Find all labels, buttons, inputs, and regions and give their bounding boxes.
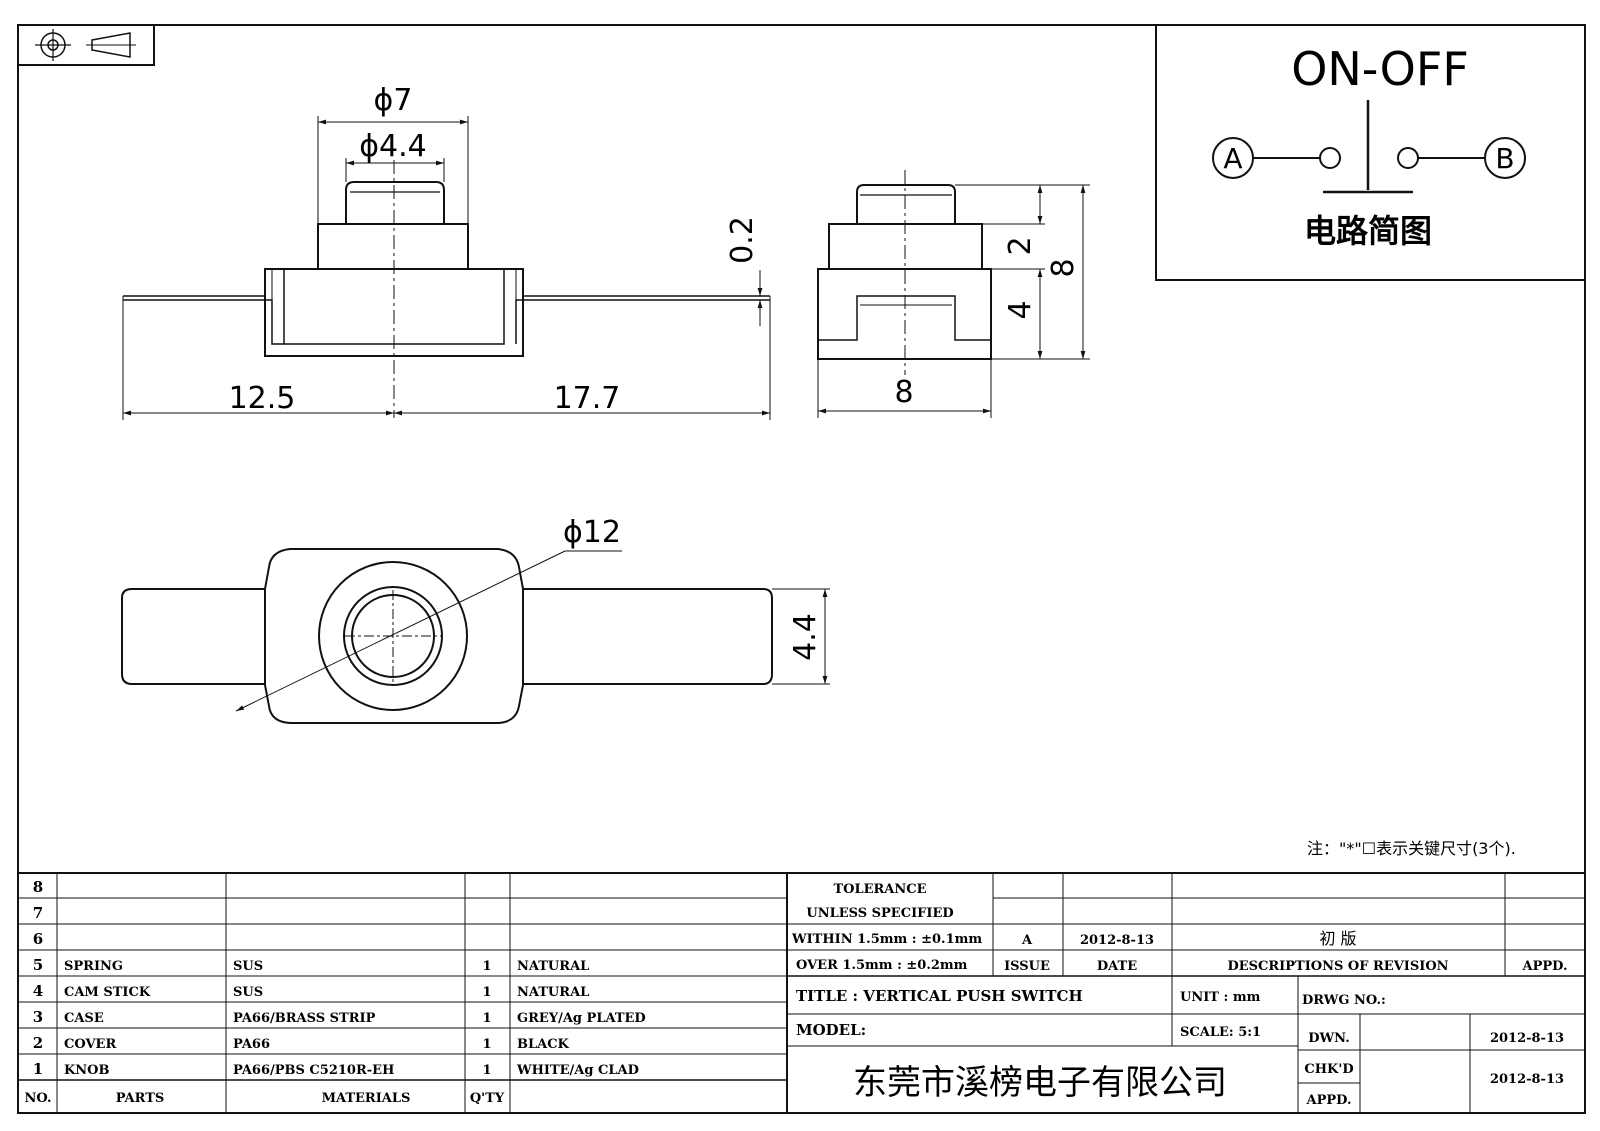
sheet-border — [17, 24, 1586, 1114]
dim-side-top: 2 — [1003, 236, 1038, 255]
row-number: 4 — [33, 982, 43, 1000]
part-qty: 1 — [482, 959, 491, 974]
company-name: 东莞市溪榜电子有限公司 — [853, 1063, 1227, 1103]
row-number: 3 — [33, 1008, 43, 1026]
part-qty: 1 — [482, 1011, 491, 1026]
part-name: KNOB — [64, 1063, 110, 1078]
key-dimension-note: 注："*"☐表示关键尺寸(3个). — [1307, 839, 1516, 858]
dim-knob-inner: ϕ4.4 — [359, 129, 427, 164]
part-material: SUS — [233, 985, 263, 1000]
dim-right-length: 17.7 — [554, 381, 621, 416]
parts-table-text: 8 7 6 5 SPRING SUS 1 NATURAL 4 CAM STICK… — [25, 878, 646, 1106]
terminal-b-icon — [1484, 137, 1526, 179]
tolerance-line-1: TOLERANCE — [833, 882, 926, 897]
appd-label: APPD. — [1522, 959, 1568, 974]
part-name: CAM STICK — [64, 985, 151, 1000]
part-material: PA66/BRASS STRIP — [233, 1011, 376, 1026]
schematic-title: ON-OFF — [1291, 42, 1469, 96]
tolerance-over: OVER 1.5mm : ±0.2mm — [796, 958, 968, 973]
part-name: COVER — [64, 1037, 116, 1052]
scale-label: SCALE: 5:1 — [1180, 1025, 1261, 1040]
projection-symbol-icon — [17, 24, 155, 66]
descriptions-label: DESCRIPTIONS OF REVISION — [1227, 959, 1448, 974]
row-number: 7 — [33, 904, 43, 922]
issue-label: ISSUE — [1004, 959, 1050, 974]
part-material: PA66/PBS C5210R-EH — [233, 1063, 394, 1078]
dim-side-total: 8 — [1046, 258, 1081, 277]
schematic-caption: 电路简图 — [1304, 212, 1432, 250]
part-qty: 1 — [482, 1037, 491, 1052]
row-number: 8 — [33, 878, 43, 896]
dim-side-width: 8 — [894, 375, 913, 410]
part-qty: 1 — [482, 985, 491, 1000]
top-view — [121, 548, 830, 724]
drawing-title: TITLE : VERTICAL PUSH SWITCH — [796, 987, 1083, 1005]
dim-strip-width: 4.4 — [788, 613, 823, 661]
drawing-number: DRWG NO.: — [1302, 993, 1386, 1008]
part-finish: WHITE/Ag CLAD — [516, 1063, 639, 1078]
title-block-text: TOLERANCE UNLESS SPECIFIED WITHIN 1.5mm … — [791, 882, 1567, 1108]
header-qty: Q'TY — [470, 1091, 505, 1106]
front-view — [122, 116, 771, 420]
part-finish: NATURAL — [517, 959, 589, 974]
part-material: PA66 — [233, 1037, 270, 1052]
dim-side-bottom: 4 — [1003, 300, 1038, 319]
date-value: 2012-8-13 — [1080, 933, 1154, 948]
checked-date: 2012-8-13 — [1490, 1072, 1564, 1087]
tolerance-within: WITHIN 1.5mm : ±0.1mm — [791, 932, 982, 947]
dim-body-diameter: ϕ12 — [563, 515, 621, 550]
dim-gap: 0.2 — [725, 216, 760, 264]
part-finish: NATURAL — [517, 985, 589, 1000]
header-no: NO. — [25, 1091, 52, 1106]
approved-label: APPD. — [1306, 1093, 1352, 1108]
dim-left-length: 12.5 — [229, 381, 296, 416]
part-name: CASE — [64, 1011, 104, 1026]
circuit-schematic: ON-OFF A B 电路简图 — [1155, 24, 1586, 281]
row-number: 1 — [33, 1060, 43, 1078]
tolerance-line-2: UNLESS SPECIFIED — [806, 906, 953, 921]
date-label: DATE — [1097, 959, 1137, 974]
part-name: SPRING — [64, 959, 123, 974]
parts-table — [18, 872, 788, 1113]
title-block — [787, 872, 1585, 1113]
drawn-date: 2012-8-13 — [1490, 1031, 1564, 1046]
drawn-label: DWN. — [1308, 1031, 1349, 1046]
issue-value: A — [1021, 933, 1033, 948]
terminal-a-label: A — [1223, 142, 1242, 175]
row-number: 5 — [33, 956, 43, 974]
header-parts: PARTS — [116, 1091, 165, 1106]
part-qty: 1 — [482, 1063, 491, 1078]
unit-label: UNIT : mm — [1180, 990, 1261, 1005]
terminal-b-label: B — [1495, 142, 1514, 175]
row-number: 2 — [33, 1034, 43, 1052]
dim-knob-outer: ϕ7 — [374, 83, 413, 118]
checked-label: CHK'D — [1304, 1062, 1353, 1077]
revision-value: 初 版 — [1319, 929, 1356, 948]
part-finish: GREY/Ag PLATED — [517, 1011, 646, 1026]
header-materials: MATERIALS — [322, 1091, 411, 1106]
part-material: SUS — [233, 959, 263, 974]
model-label: MODEL: — [796, 1021, 866, 1039]
part-finish: BLACK — [517, 1037, 570, 1052]
row-number: 6 — [33, 930, 43, 948]
side-view — [817, 170, 1090, 418]
